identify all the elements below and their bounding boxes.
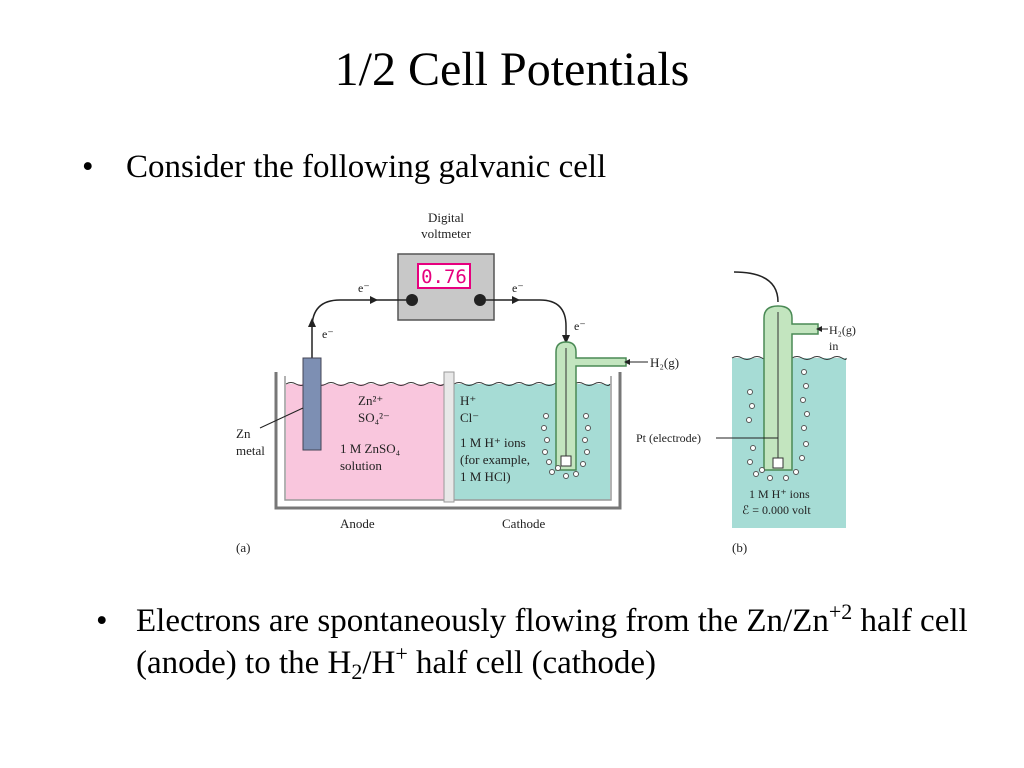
voltmeter-label-1: Digital bbox=[428, 210, 464, 225]
b-h2-label: H₂(g) bbox=[829, 323, 856, 337]
b-wire bbox=[733, 271, 779, 303]
zn-leader-line bbox=[259, 407, 304, 429]
porous-divider bbox=[443, 371, 455, 503]
wire-right bbox=[486, 299, 567, 348]
container-outer bbox=[274, 372, 622, 510]
zn-metal-label-1: Zn bbox=[236, 426, 251, 441]
arrow-wire-left bbox=[370, 296, 378, 304]
arrow-wire-up bbox=[308, 318, 316, 327]
slide-title: 1/2 Cell Potentials bbox=[334, 43, 690, 96]
cathode-solution-label-2: (for example, bbox=[460, 452, 530, 467]
bullet-marker: • bbox=[96, 603, 108, 639]
zn-electrode bbox=[302, 357, 322, 451]
cathode-surface bbox=[453, 382, 611, 386]
h2-inlet-arrow bbox=[624, 359, 630, 365]
figure-b-label: (b) bbox=[732, 540, 747, 555]
h-charge-sup: + bbox=[395, 641, 408, 666]
bullet-text: Consider the following galvanic cell bbox=[126, 149, 607, 185]
h-ion-label: H⁺ bbox=[460, 393, 476, 408]
wire-left bbox=[311, 299, 406, 358]
cl-ion-label: Cl⁻ bbox=[460, 410, 479, 425]
bubbles-b bbox=[746, 369, 810, 481]
anode-solution-label-1: 1 M ZnSO₄ bbox=[340, 441, 401, 456]
arrow-wire-right bbox=[512, 296, 520, 304]
bubbles-a bbox=[541, 413, 591, 479]
voltmeter-reading: 0.76 bbox=[421, 266, 467, 288]
voltmeter-terminal-right bbox=[474, 294, 486, 306]
electron-label-1: e⁻ bbox=[358, 281, 370, 295]
zn-ion-label: Zn²⁺ bbox=[358, 393, 383, 408]
text-part-2: half cell (anode) to the H bbox=[136, 603, 968, 681]
b-ions-label: 1 M H⁺ ions bbox=[749, 487, 810, 501]
b-pt-plate bbox=[772, 457, 784, 469]
bullet-consider: • Consider the following galvanic cell bbox=[82, 145, 607, 189]
anode-label: Anode bbox=[340, 516, 375, 531]
bullet-text: Electrons are spontaneously flowing from… bbox=[136, 600, 980, 684]
bullet-marker: • bbox=[82, 149, 94, 185]
so4-ion-label: SO₄²⁻ bbox=[358, 410, 390, 425]
electron-label-3: e⁻ bbox=[512, 281, 524, 295]
bullet-electrons: • Electrons are spontaneously flowing fr… bbox=[96, 600, 980, 684]
electron-label-2: e⁻ bbox=[322, 327, 334, 341]
cathode-label: Cathode bbox=[502, 516, 546, 531]
figure-a-label: (a) bbox=[236, 540, 250, 555]
text-part-4: half cell (cathode) bbox=[407, 645, 657, 681]
b-volt-label: ℰ = 0.000 volt bbox=[742, 503, 811, 517]
h2-subscript: 2 bbox=[351, 659, 363, 684]
zn-metal-label-2: metal bbox=[236, 443, 265, 458]
b-pt-label: Pt (electrode) bbox=[636, 431, 701, 445]
figure-a: Digital voltmeter 0.76 e⁻ e⁻ e⁻ e⁻ Zn me… bbox=[236, 210, 679, 555]
text-part-3: /H bbox=[362, 645, 396, 681]
voltmeter-terminal-left bbox=[406, 294, 418, 306]
h2-gas-label: H₂(g) bbox=[650, 355, 679, 370]
zn-charge-sup: +2 bbox=[828, 599, 853, 624]
text-part-1: Electrons are spontaneously flowing from… bbox=[136, 603, 829, 639]
arrow-wire-down bbox=[562, 335, 570, 344]
electron-label-4: e⁻ bbox=[574, 319, 586, 333]
b-h2-arrow bbox=[816, 326, 822, 332]
pt-plate bbox=[560, 455, 572, 467]
voltmeter-label-2: voltmeter bbox=[421, 226, 471, 241]
cathode-solution-label-3: 1 M HCl) bbox=[460, 469, 511, 484]
voltmeter-display bbox=[417, 263, 471, 289]
hydrogen-tube bbox=[555, 341, 627, 471]
cathode-solution-label-1: 1 M H⁺ ions bbox=[460, 435, 526, 450]
anode-solution-label-2: solution bbox=[340, 458, 382, 473]
figure-b: H₂(g) in Pt (electrode) 1 M H⁺ ions ℰ = … bbox=[636, 271, 856, 555]
b-in-label: in bbox=[829, 339, 838, 353]
